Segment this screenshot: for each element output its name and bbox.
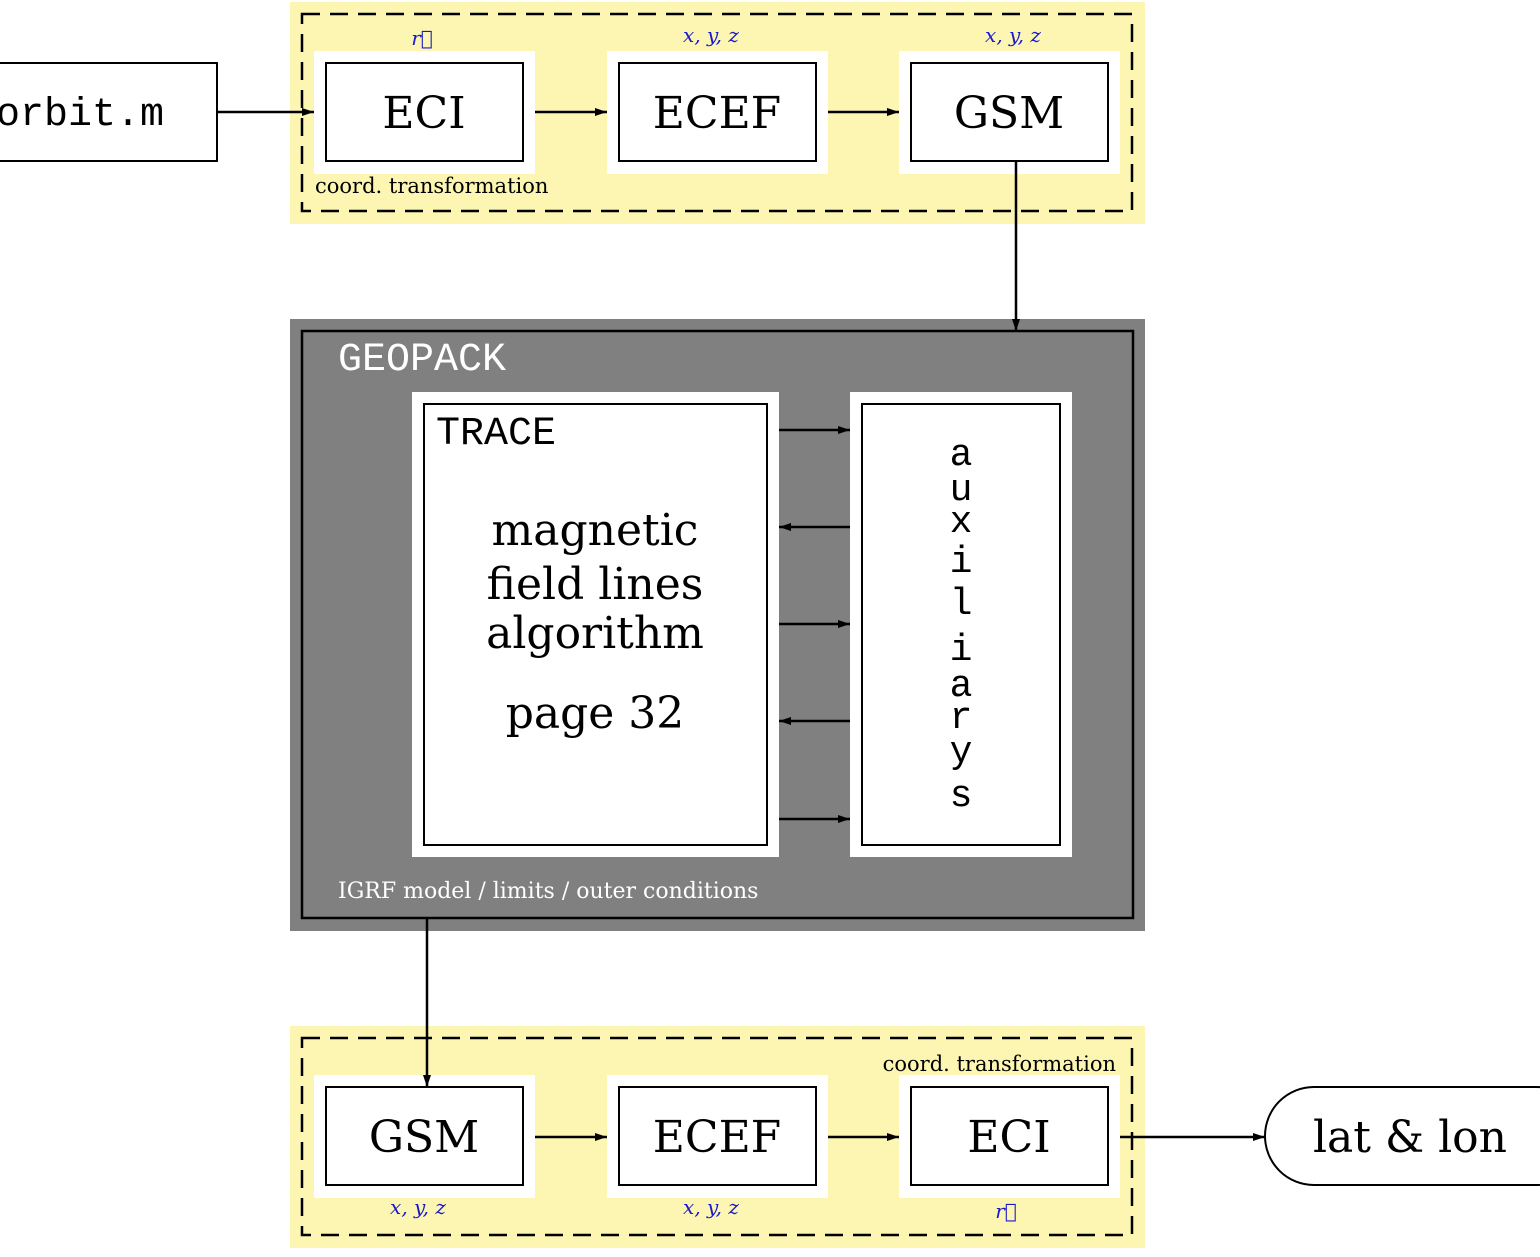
orbit-label: orbit.m [0,93,164,138]
aux-letter-2: u [950,469,973,512]
top-transform-group: coord. transformation ECI r⃗ ECEF x, y, … [290,2,1145,224]
bottom-ecef-box: ECEF x, y, z [607,1075,828,1219]
aux-letter-9: y [950,731,973,774]
bottom-group-caption: coord. transformation [883,1052,1116,1076]
top-ecef-label: ECEF [653,88,781,139]
bottom-ecef-var: x, y, z [683,1195,739,1219]
aux-letter-3: x [950,501,973,544]
top-group-caption: coord. transformation [315,174,548,198]
aux-letter-5: l [950,583,973,626]
output-node: lat & lon [1264,1086,1540,1186]
aux-letter-6: i [950,629,973,672]
top-gsm-var: x, y, z [985,23,1041,47]
trace-title: TRACE [436,412,556,457]
aux-letter-1: a [950,434,973,477]
top-eci-var: r⃗ [411,26,433,50]
trace-line-3: algorithm [486,608,704,659]
aux-letter-4: i [950,541,973,584]
bottom-transform-group: coord. transformation GSM x, y, z ECEF x… [290,1026,1145,1248]
top-eci-label: ECI [382,88,465,139]
aux-letter-10: s [950,775,973,818]
top-ecef-box: ECEF x, y, z [607,23,828,174]
trace-line-1: magnetic [492,505,699,556]
bottom-gsm-label: GSM [369,1112,479,1163]
trace-box: TRACE magnetic field lines algorithm pag… [412,392,779,857]
bottom-gsm-box: GSM x, y, z [314,1075,535,1219]
bottom-ecef-label: ECEF [653,1112,781,1163]
auxiliarys-box: a u x i l i a r y s [850,392,1072,857]
top-gsm-label: GSM [954,88,1064,139]
geopack-footer: IGRF model / limits / outer conditions [338,879,758,904]
aux-letter-8: r [950,697,973,740]
bottom-eci-label: ECI [967,1112,1050,1163]
top-gsm-box: GSM x, y, z [899,23,1120,174]
bottom-eci-var: r⃗ [995,1199,1017,1223]
geopack-title: GEOPACK [338,338,506,383]
geopack-block: GEOPACK IGRF model / limits / outer cond… [290,319,1145,931]
trace-page: page 32 [506,688,685,739]
trace-line-2: field lines [487,559,704,610]
output-label: lat & lon [1313,1112,1507,1163]
orbit-node: orbit.m [0,62,218,162]
aux-letter-7: a [950,665,973,708]
top-ecef-var: x, y, z [683,23,739,47]
bottom-eci-box: ECI r⃗ [899,1075,1120,1223]
bottom-gsm-var: x, y, z [390,1195,446,1219]
top-eci-box: ECI r⃗ [314,26,535,174]
